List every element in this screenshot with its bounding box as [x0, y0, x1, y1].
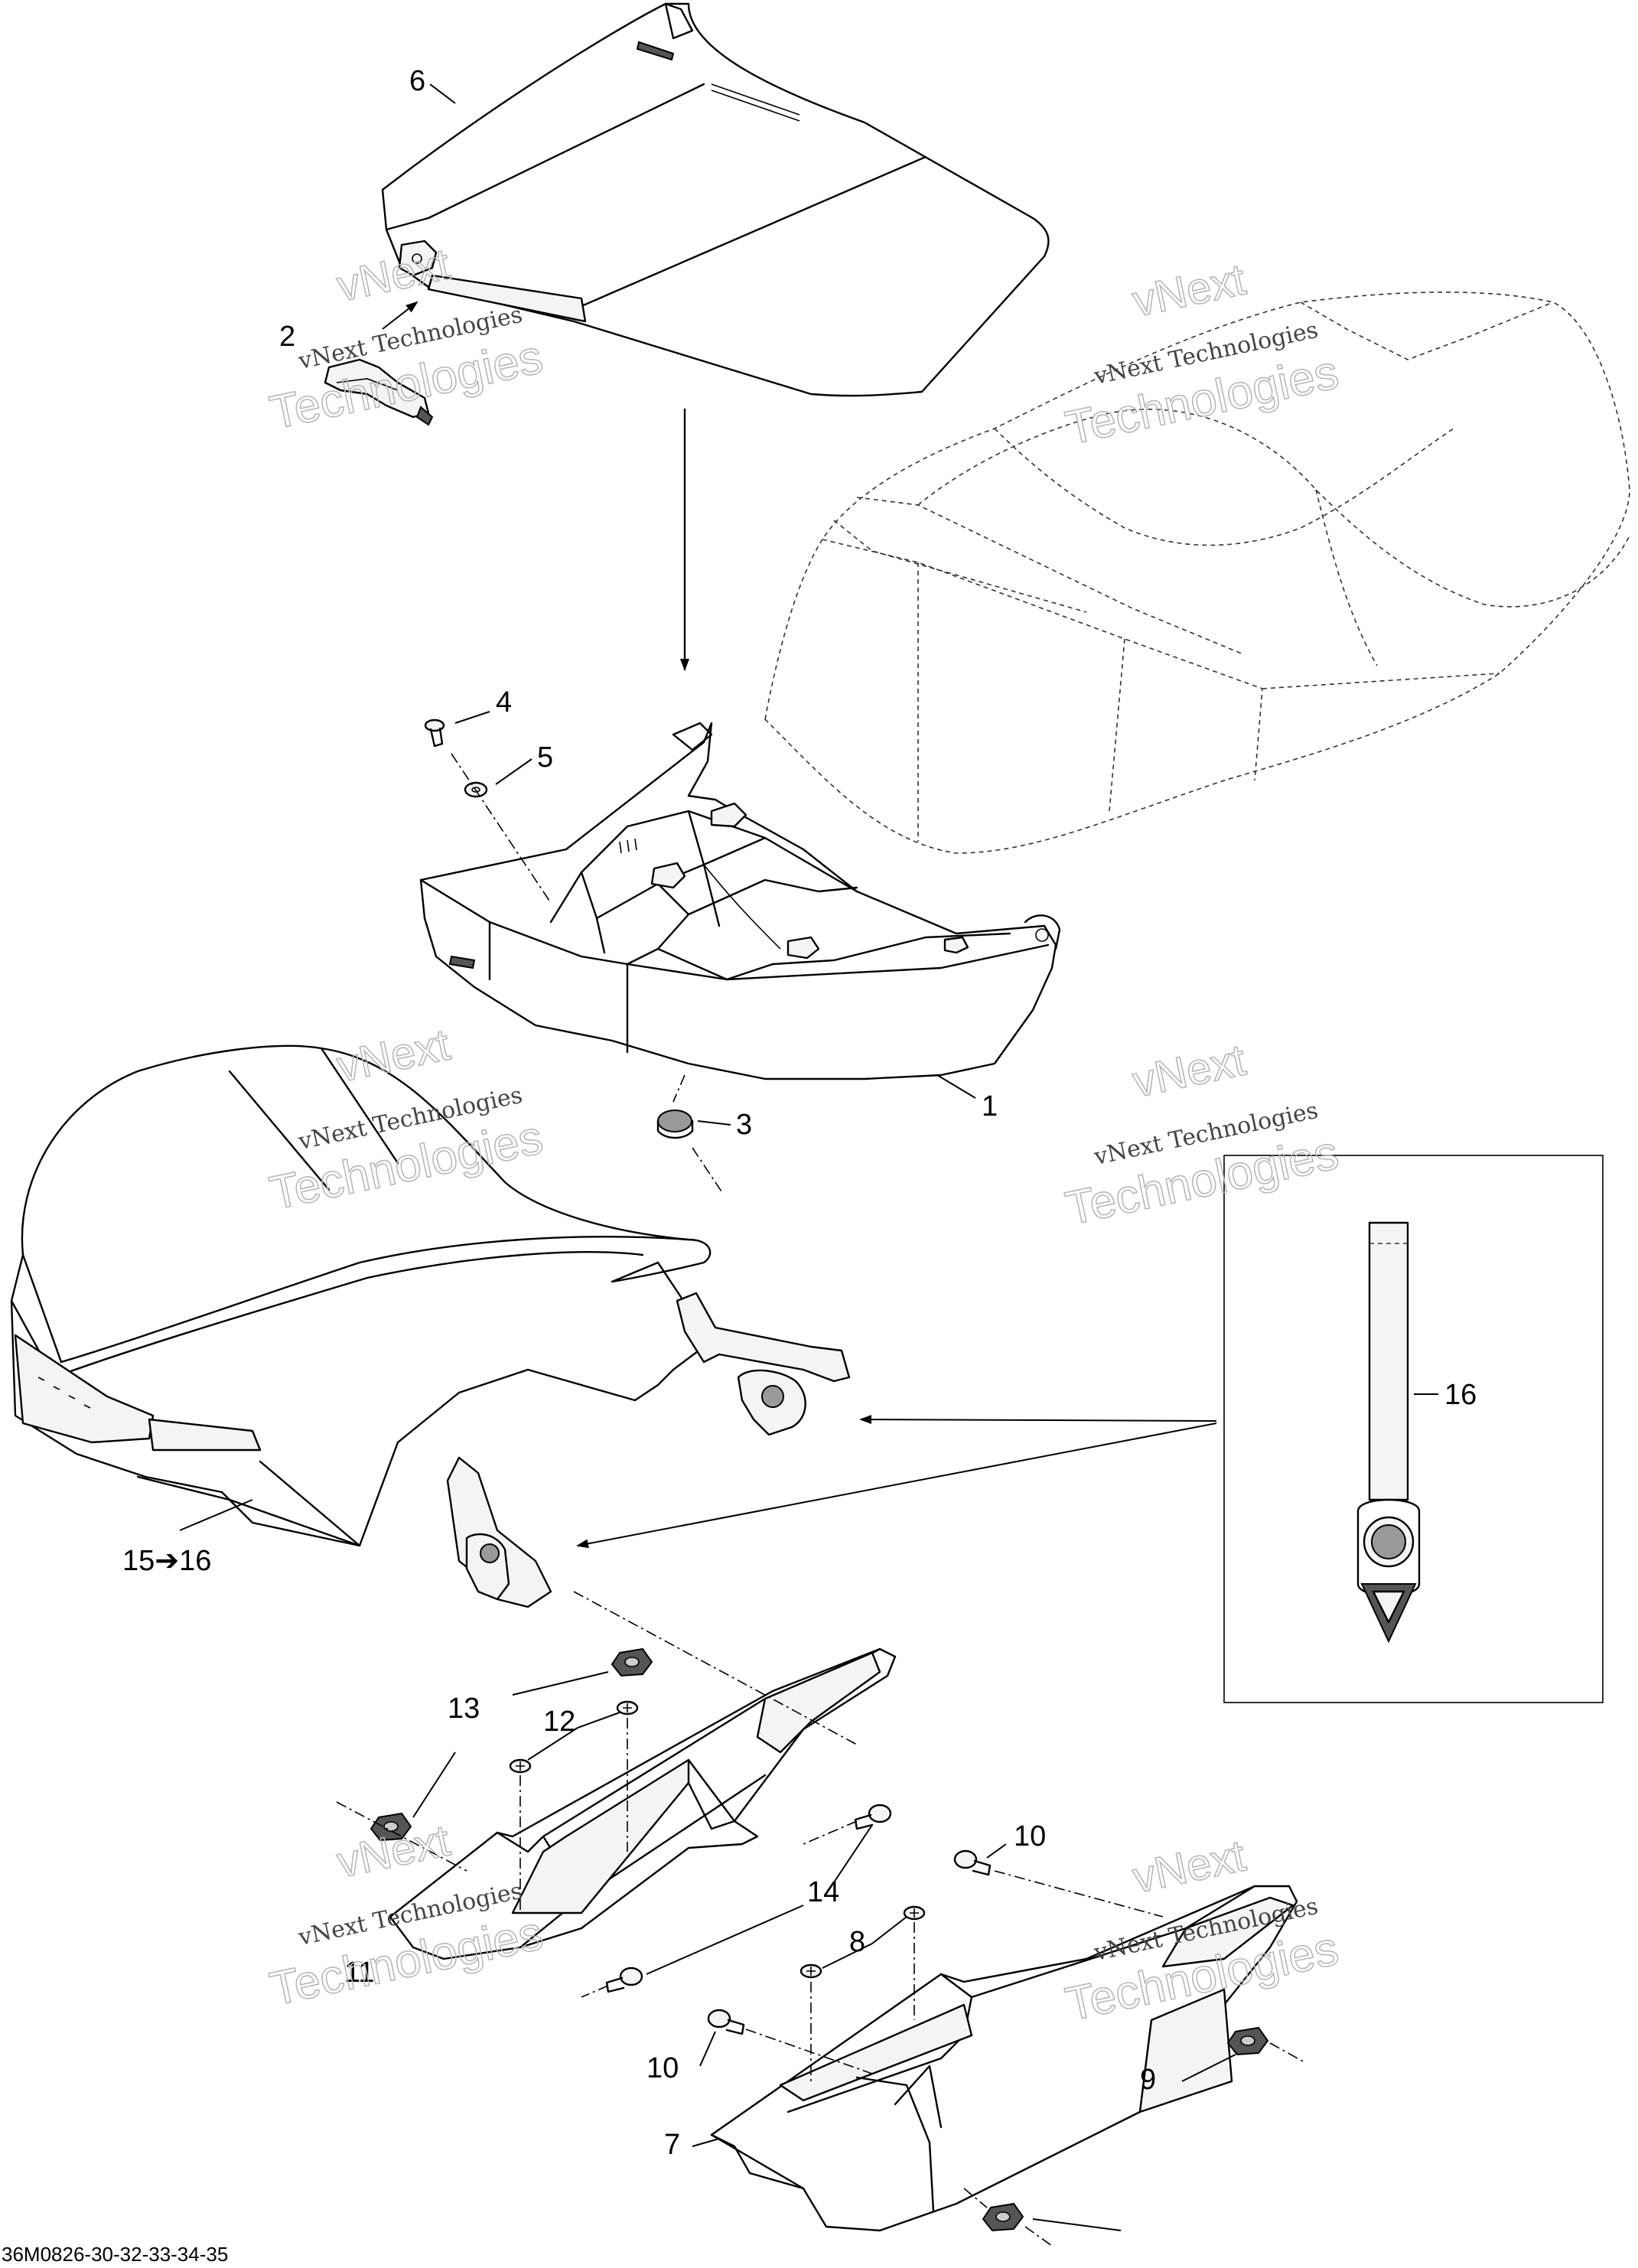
axis-line-3 [672, 1074, 724, 1194]
part-cover-15 [10, 1044, 851, 1608]
part-strap-16 [1223, 1155, 1604, 1703]
strap-detail-box [1223, 1155, 1604, 1703]
callout-3: 3 [736, 1109, 752, 1141]
fastener-bolt-10-lower [707, 2009, 745, 2035]
axis-line-13-lower [336, 1801, 467, 1872]
seat-reference-outline [764, 292, 1630, 854]
axis-line-12 [519, 1718, 628, 1913]
part-windshield-6 [381, 2, 1050, 397]
callout-10-upper: 10 [1014, 1820, 1046, 1853]
callout-8: 8 [849, 1926, 865, 1958]
callout-4: 4 [496, 686, 512, 719]
callout-13: 13 [448, 1693, 480, 1725]
callout-9: 9 [1140, 2064, 1156, 2096]
figure-code: 36M0826-30-32-33-34-35 [2, 2243, 228, 2266]
fastener-nut-13-upper [611, 1647, 653, 1677]
callout-leaders [179, 83, 1438, 2231]
svg-text:vNext: vNext [333, 1815, 454, 1887]
svg-text:vNext: vNext [1128, 254, 1250, 326]
axis-line-9 [963, 2042, 1305, 2247]
fastener-screw-8-a [903, 1905, 926, 1921]
axis-line-14 [581, 1820, 858, 1998]
strap-arrow-upper [859, 1415, 1217, 1425]
fastener-bolt-14-upper [854, 1804, 892, 1830]
fastener-bolt-14-lower [605, 1967, 643, 1993]
axis-line-4-5 [451, 753, 552, 904]
callout-12: 12 [543, 1706, 575, 1738]
fastener-screw-4 [424, 719, 445, 748]
watermark-6: vNext vNext Technologies Technologies [1060, 1830, 1343, 2032]
callout-14: 14 [807, 1876, 839, 1908]
fastener-nut-9-upper [1226, 2026, 1269, 2056]
axis-line-8 [810, 1922, 915, 2081]
fastener-screw-12-b [509, 1758, 532, 1774]
fastener-screw-12-a [616, 1700, 639, 1716]
callout-2: 2 [279, 321, 295, 353]
svg-text:vNext: vNext [1128, 1830, 1250, 1902]
svg-text:vNext: vNext [1128, 1035, 1250, 1106]
axis-line-13-upper [573, 1591, 858, 1745]
svg-text:vNext: vNext [333, 1019, 454, 1091]
callout-11: 11 [344, 1957, 374, 1989]
watermark-4: vNext vNext Technologies Technologies [1060, 1035, 1343, 1237]
callout-6: 6 [409, 65, 425, 97]
svg-text:vNext: vNext [333, 239, 454, 311]
axis-line-10-lower [745, 2028, 873, 2074]
strap-arrow-lower [576, 1422, 1217, 1549]
callout-10-lower: 10 [646, 2052, 679, 2084]
fastener-bolt-10-upper [953, 1849, 992, 1876]
part-grommet-3 [656, 1110, 694, 1139]
axis-line-10-upper [994, 1870, 1164, 1918]
part-side-panel-7 [710, 1885, 1298, 2232]
callout-5: 5 [537, 741, 553, 774]
part-side-panel-11 [389, 1647, 897, 1960]
callout-16: 16 [1444, 1379, 1477, 1411]
fastener-nut-9-lower [982, 2202, 1024, 2232]
watermark-2: vNext vNext Technologies Technologies [1060, 254, 1343, 456]
part-clip-2 [324, 301, 434, 426]
callout-1: 1 [982, 1090, 998, 1123]
fastener-screw-8-b [799, 1963, 822, 1979]
part-console-1 [419, 722, 1061, 1080]
callout-15-16: 15➔16 [122, 1545, 211, 1577]
callout-7: 7 [664, 2129, 680, 2161]
